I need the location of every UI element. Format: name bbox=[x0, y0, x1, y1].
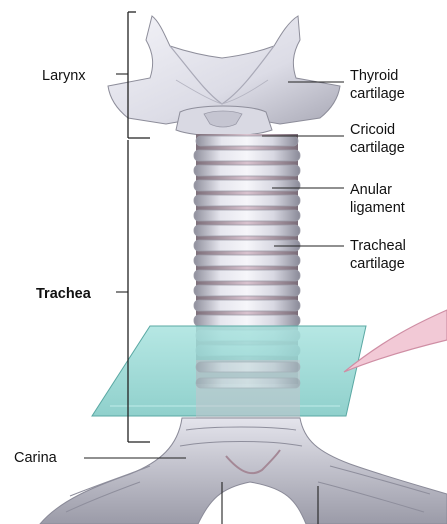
bronchi bbox=[40, 418, 447, 524]
label-anular-line2: ligament bbox=[350, 200, 405, 216]
cricoid-cartilage bbox=[176, 106, 272, 136]
label-larynx: Larynx bbox=[42, 68, 86, 84]
label-trachea: Trachea bbox=[36, 286, 92, 302]
label-anular-line1: Anular bbox=[350, 182, 392, 198]
lower-trachea bbox=[196, 360, 300, 420]
label-tracheal-line2: cartilage bbox=[350, 256, 405, 272]
label-thyroid-line2: cartilage bbox=[350, 86, 405, 102]
label-cricoid-line1: Cricoid bbox=[350, 122, 395, 138]
label-tracheal-line1: Tracheal bbox=[350, 238, 406, 254]
label-cricoid-line2: cartilage bbox=[350, 140, 405, 156]
label-carina: Carina bbox=[14, 450, 58, 466]
label-thyroid-line1: Thyroid bbox=[350, 68, 398, 84]
